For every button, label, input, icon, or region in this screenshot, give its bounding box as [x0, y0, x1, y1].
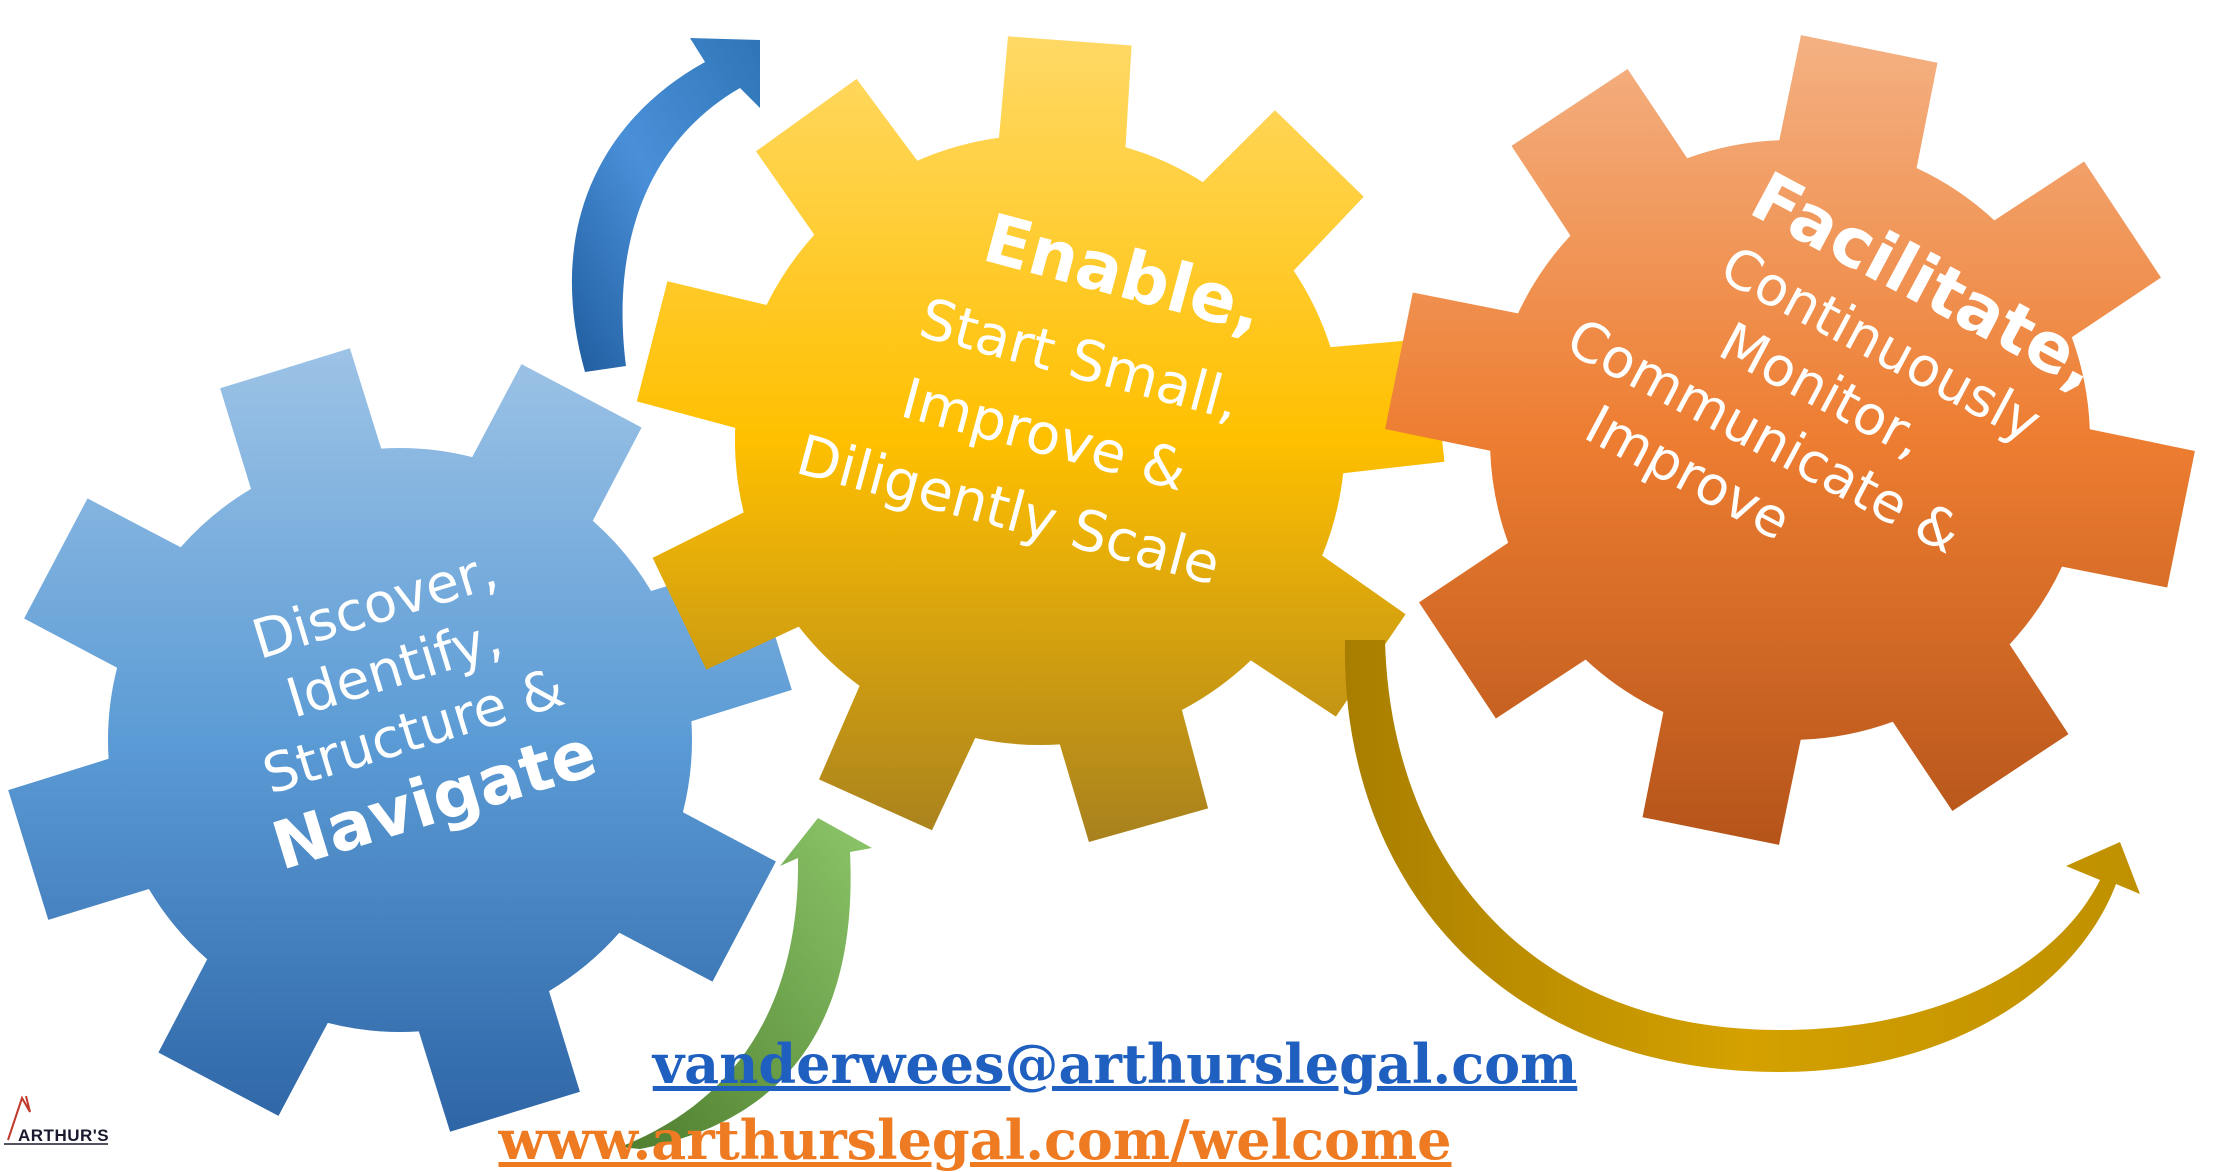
logo-text: ARTHUR'S: [18, 1126, 110, 1145]
gold-curved-arrow: [1344, 640, 2140, 1072]
orange-gear: [1385, 35, 2195, 845]
email-link[interactable]: vanderwees@arthurslegal.com: [652, 1032, 1578, 1096]
website-link[interactable]: www.arthurslegal.com/welcome: [498, 1108, 1452, 1172]
yellow-gear: [636, 36, 1445, 843]
blue-gear-text: Discover, Identify, Structure & Navigate: [245, 538, 605, 886]
green-curved-arrow: [620, 818, 872, 1149]
logo-mark: [4, 1095, 108, 1145]
orange-gear-text: Facilitate, Continuously Monitor, Commun…: [1557, 157, 2112, 566]
blue-curved-arrow: [571, 38, 760, 372]
blue-gear: [8, 348, 792, 1132]
